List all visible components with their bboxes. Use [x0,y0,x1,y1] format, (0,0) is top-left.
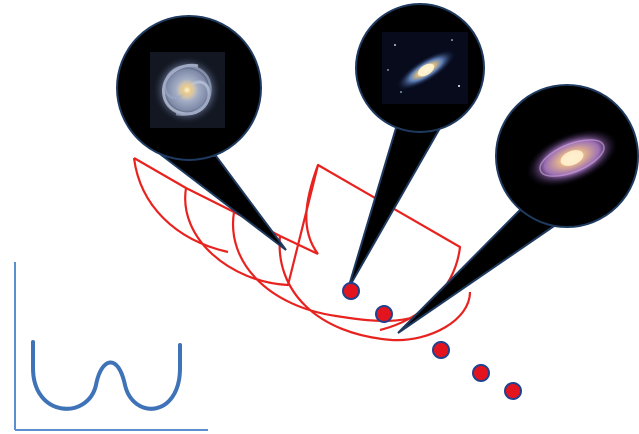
double-well-curve [33,342,180,409]
bubble-pointer [398,210,560,333]
galaxy-bubble-1 [117,16,286,250]
face-on-spiral-galaxy [150,52,225,128]
bubble-pointer [160,154,286,250]
vacuum-ball [343,283,359,299]
ellipsis-dot [505,383,521,399]
bubble-pointer [348,128,440,289]
galaxy-bubble-2 [348,4,484,289]
ellipsis-dot [433,342,449,358]
edge-tilted-spiral-galaxy [382,32,468,104]
well-right-wall [306,165,318,254]
vacuum-ball [376,306,392,322]
double-well-inset [15,262,208,430]
ellipsis-dot [473,365,489,381]
